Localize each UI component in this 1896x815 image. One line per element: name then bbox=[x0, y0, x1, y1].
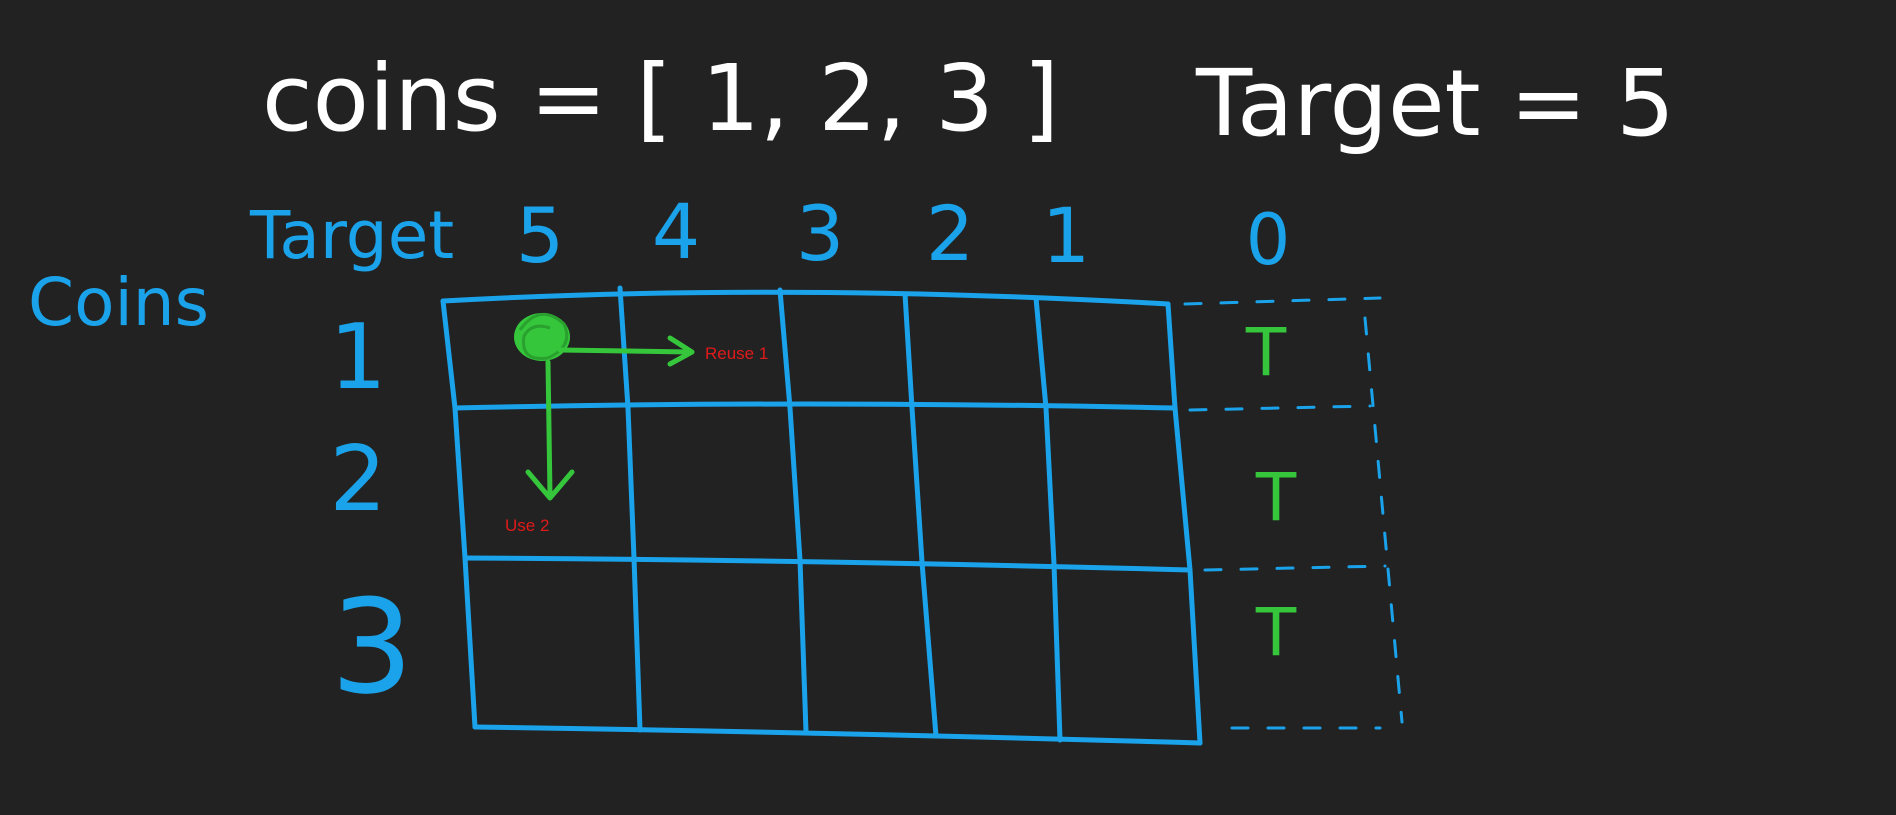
base-value-row-3: T bbox=[1255, 594, 1297, 671]
grid-line-row-1 bbox=[452, 401, 1178, 411]
grid-line-right bbox=[1165, 301, 1203, 746]
base-column-top bbox=[1183, 296, 1382, 306]
base-column-row-1 bbox=[1188, 404, 1372, 412]
base-value-row-1: T bbox=[1245, 314, 1287, 391]
reuse-label: Reuse 1 bbox=[705, 344, 768, 363]
grid-line-col-1 bbox=[617, 285, 643, 733]
column-header-1: 1 bbox=[1042, 191, 1090, 280]
column-header-2: 2 bbox=[926, 189, 974, 278]
grid-line-col-3 bbox=[902, 291, 939, 739]
row-header-1: 1 bbox=[329, 305, 386, 410]
grid-line-top bbox=[440, 289, 1171, 307]
row-header-3: 3 bbox=[331, 571, 414, 723]
reuse-arrow bbox=[557, 335, 695, 367]
target-axis-label: Target bbox=[249, 197, 454, 274]
dp-grid bbox=[440, 285, 1203, 746]
base-value-row-2: T bbox=[1255, 459, 1297, 536]
coins-axis-label: Coins bbox=[28, 264, 209, 341]
grid-line-row-2 bbox=[462, 555, 1193, 573]
row-header-2: 2 bbox=[329, 427, 386, 532]
base-column-row-2 bbox=[1203, 564, 1387, 572]
column-header-5: 5 bbox=[516, 191, 564, 280]
current-cell-marker bbox=[514, 313, 570, 361]
target-expression: Target = 5 bbox=[1195, 50, 1675, 157]
grid-line-bottom bbox=[472, 724, 1203, 746]
grid-line-left bbox=[440, 298, 478, 730]
use-label: Use 2 bbox=[505, 516, 549, 535]
base-column bbox=[1183, 296, 1404, 730]
use-arrow bbox=[525, 359, 575, 501]
column-header-4: 4 bbox=[652, 187, 700, 276]
grid-line-col-4 bbox=[1033, 295, 1063, 743]
column-header-0: 0 bbox=[1246, 199, 1291, 281]
column-header-3: 3 bbox=[796, 189, 844, 278]
base-column-right bbox=[1363, 316, 1404, 724]
coins-expression: coins = [ 1, 2, 3 ] bbox=[262, 45, 1059, 152]
grid-line-col-2 bbox=[777, 287, 809, 735]
